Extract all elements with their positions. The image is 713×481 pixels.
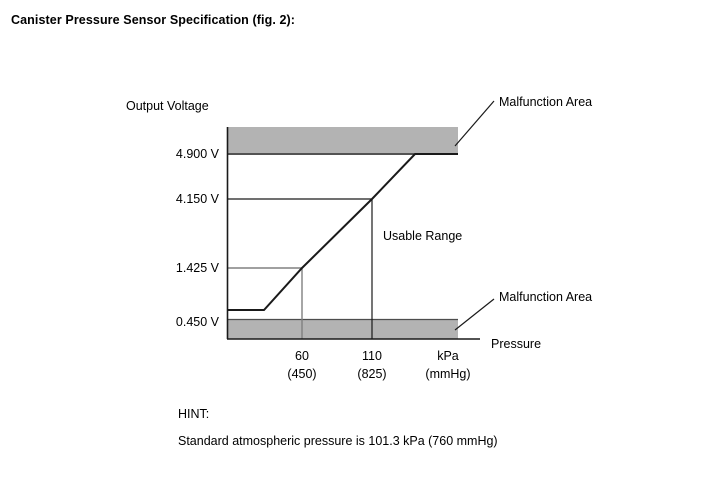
annotation-malfunction-area-top: Malfunction Area xyxy=(499,95,592,109)
y-tick-label-1425: 1.425 V xyxy=(176,261,220,275)
y-tick-label-0450: 0.450 V xyxy=(176,315,220,329)
x-tick-sublabel-60: (450) xyxy=(287,367,316,381)
hint-block: HINT: Standard atmospheric pressure is 1… xyxy=(178,401,498,455)
malfunction-band-bottom xyxy=(228,320,458,339)
page-title: Canister Pressure Sensor Specification (… xyxy=(11,13,296,27)
leader-line-malfunction-bottom xyxy=(454,298,495,331)
hint-text: Standard atmospheric pressure is 101.3 k… xyxy=(178,434,498,448)
y-tick-label-4150: 4.150 V xyxy=(176,192,220,206)
x-tick-label-110: 110 xyxy=(362,349,382,363)
malfunction-band-top xyxy=(228,127,458,153)
x-axis-title: Pressure xyxy=(491,337,541,351)
x-unit-sublabel-mmhg: (mmHg) xyxy=(425,367,470,381)
y-tick-label-4900: 4.900 V xyxy=(176,147,220,161)
annotation-usable-range: Usable Range xyxy=(383,229,462,243)
x-unit-label-kpa: kPa xyxy=(437,349,459,363)
leader-line-malfunction-top xyxy=(454,100,495,147)
y-axis-title: Output Voltage xyxy=(126,99,209,113)
x-tick-label-60: 60 xyxy=(295,349,309,363)
x-tick-sublabel-110: (825) xyxy=(357,367,386,381)
hint-label: HINT: xyxy=(178,407,210,421)
annotation-malfunction-area-bottom: Malfunction Area xyxy=(499,290,592,304)
sensor-output-curve xyxy=(228,153,458,311)
